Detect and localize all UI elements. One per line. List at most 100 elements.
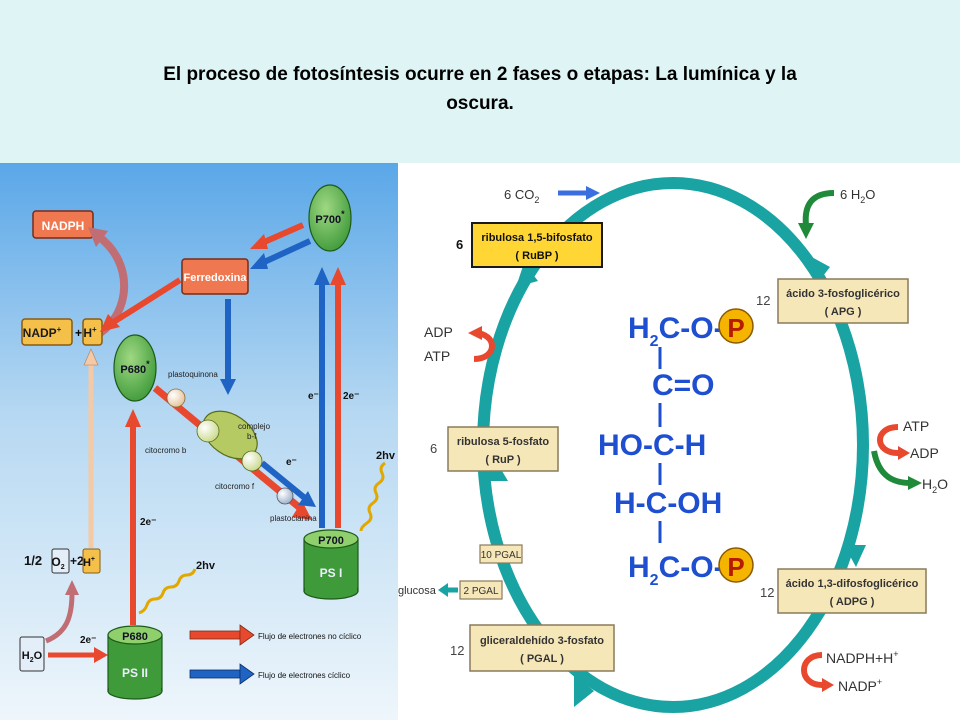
svg-text:Flujo de electrones cíclico: Flujo de electrones cíclico (258, 671, 351, 680)
svg-text:( RuP ): ( RuP ) (485, 454, 521, 466)
nadph-return-arrowhead (88, 227, 108, 247)
electron-chain-red-arrowhead (292, 501, 312, 520)
nadph-consume-arrowhead (822, 678, 834, 692)
slide-title-line-2: oscura. (446, 93, 514, 114)
slide-title-line-1: El proceso de fotosíntesis ocurre en 2 f… (163, 64, 797, 85)
plastoquinona-label: plastoquinona (168, 370, 218, 379)
atp-adp-left-arrowhead (468, 326, 482, 340)
ten-pgal-box: 10 PGAL (479, 544, 523, 564)
ferredoxina-to-nadp-arrow (110, 277, 182, 326)
svg-text:P680*: P680* (120, 359, 150, 376)
molecule-row-2: C=O (652, 369, 715, 402)
h-plus-box-top: H+ (82, 318, 103, 346)
water-split-arrowhead (65, 580, 79, 595)
rubp-box: ribulosa 1,5-bifosfato ( RuBP ) (471, 222, 603, 268)
atp-adp-right-arrow (877, 424, 899, 456)
p700-to-ferredoxina-red-arrowhead (250, 234, 268, 249)
ribulose-molecule: H2C-O- P C=O HO-C-H H-C-OH H2C-O- P (598, 308, 754, 589)
phosphate-top (718, 308, 754, 344)
oxygen-release: 1/2 (24, 553, 42, 568)
molecule-row-3: HO-C-H (598, 429, 706, 462)
svg-text:NADPH: NADPH (42, 219, 85, 233)
svg-text:2 PGAL: 2 PGAL (463, 586, 498, 597)
ps2-cylinder: P680 PS II (107, 625, 163, 700)
svg-text:gliceraldehído 3-fosfato: gliceraldehído 3-fosfato (480, 635, 604, 647)
nadph-box: NADPH (32, 210, 94, 239)
adp-left: ADP (424, 324, 453, 340)
svg-text:P700: P700 (318, 535, 344, 547)
proton-up-arrowhead (83, 348, 99, 366)
plastocianina-ball (276, 487, 294, 505)
pgal-count: 12 (450, 643, 464, 658)
p700-star-top: P700* (308, 184, 352, 252)
rubp-count: 6 (456, 237, 463, 252)
apg-box: ácido 3-fosfoglicérico ( APG ) (777, 278, 909, 324)
h2o-out: H2O (922, 476, 948, 495)
adp-right: ADP (910, 445, 939, 461)
h2o-input: 6 H2O (840, 187, 875, 205)
svg-text:10 PGAL: 10 PGAL (481, 550, 522, 561)
citocromo-b-ball (196, 419, 220, 443)
svg-text:P: P (727, 552, 744, 582)
svg-text:( PGAL ): ( PGAL ) (520, 653, 564, 665)
nadp-box: NADP+ (21, 318, 73, 346)
light-wave-ps1 (359, 461, 386, 532)
h2o-out-arrowhead (908, 476, 922, 490)
citocromo-f-ball (241, 450, 263, 472)
ps1-e-label: e⁻ (308, 391, 319, 402)
rup-box: ribulosa 5-fosfato ( RuP ) (447, 426, 559, 472)
complejo-label-2: b-f (247, 432, 257, 441)
svg-text:( ADPG ): ( ADPG ) (830, 596, 875, 608)
legend-noncyclic: Flujo de electrones no cíclico (189, 624, 362, 646)
complejo-label-1: complejo (238, 422, 271, 431)
p680-star: P680* (113, 334, 157, 402)
apg-count: 12 (756, 293, 770, 308)
atp-adp-right-arrowhead (898, 446, 910, 460)
svg-text:H2O: H2O (22, 650, 43, 664)
h-plus-box-bottom: H+ (82, 548, 101, 574)
oxygen-plus-two: +2 (70, 554, 84, 568)
ps1-up-red-arrowhead (330, 267, 346, 285)
svg-text:P: P (727, 313, 744, 343)
glucosa-arrowhead (438, 583, 448, 597)
cycle-arrowhead-adpg (844, 545, 866, 567)
ps1-cylinder: P700 PS I (303, 529, 359, 600)
svg-text:ribulosa 1,5-bifosfato: ribulosa 1,5-bifosfato (481, 232, 593, 244)
atp-left: ATP (424, 348, 450, 364)
svg-text:ácido 1,3-difosfoglicérico: ácido 1,3-difosfoglicérico (786, 578, 919, 590)
cytochrome-to-p700-blue-arrow (260, 460, 308, 502)
h2o-input-arrow (802, 190, 835, 226)
ferredoxina-to-nadp-arrowhead (100, 314, 120, 332)
molecule-row-1: H2C-O- (628, 312, 724, 350)
svg-text:PS I: PS I (320, 566, 343, 580)
h2o-out-arrow (871, 450, 911, 486)
slide-title: El proceso de fotosíntesis ocurre en 2 f… (0, 60, 960, 118)
ferredoxina-box: Ferredoxina (181, 258, 249, 295)
co2-arrowhead (586, 186, 600, 200)
p700-to-ferredoxina-blue-arrowhead (250, 253, 268, 269)
svg-text:H+: H+ (83, 556, 95, 569)
svg-text:( RuBP ): ( RuBP ) (515, 250, 559, 262)
two-pgal-box: 2 PGAL (459, 580, 503, 600)
nadp-output: NADP+ (838, 677, 882, 694)
legend-cyclic: Flujo de electrones cíclico (189, 663, 351, 685)
svg-text:( APG ): ( APG ) (825, 306, 862, 318)
svg-text:NADP+: NADP+ (23, 325, 62, 340)
co2-input: 6 CO2 (504, 187, 539, 205)
p700-to-ferredoxina-blue-arrow (260, 238, 312, 266)
light-2hv-ps2: 2hv (196, 560, 216, 572)
nadp-plus: + (75, 326, 82, 340)
light-wave-ps2 (138, 568, 197, 615)
light-phase-diagram: NADPH NADP+ + H+ Ferredoxina P700* P680* (0, 163, 398, 720)
svg-text:ácido 3-fosfoglicérico: ácido 3-fosfoglicérico (786, 288, 900, 300)
water-2e-label: 2e⁻ (80, 635, 96, 646)
pgal-box: gliceraldehído 3-fosfato ( PGAL ) (469, 624, 615, 672)
ps2-2e-label: 2e⁻ (140, 517, 156, 528)
citocromo-f-label: citocromo f (215, 482, 255, 491)
nadph-h-input: NADPH+H+ (826, 649, 899, 666)
water-to-ps2-arrowhead (94, 647, 108, 663)
light-2hv-ps1: 2hv (376, 450, 396, 462)
oxygen-box: O2 (51, 548, 70, 574)
water-split-arrow (44, 592, 75, 644)
svg-text:Flujo de electrones no cíclico: Flujo de electrones no cíclico (258, 632, 362, 641)
